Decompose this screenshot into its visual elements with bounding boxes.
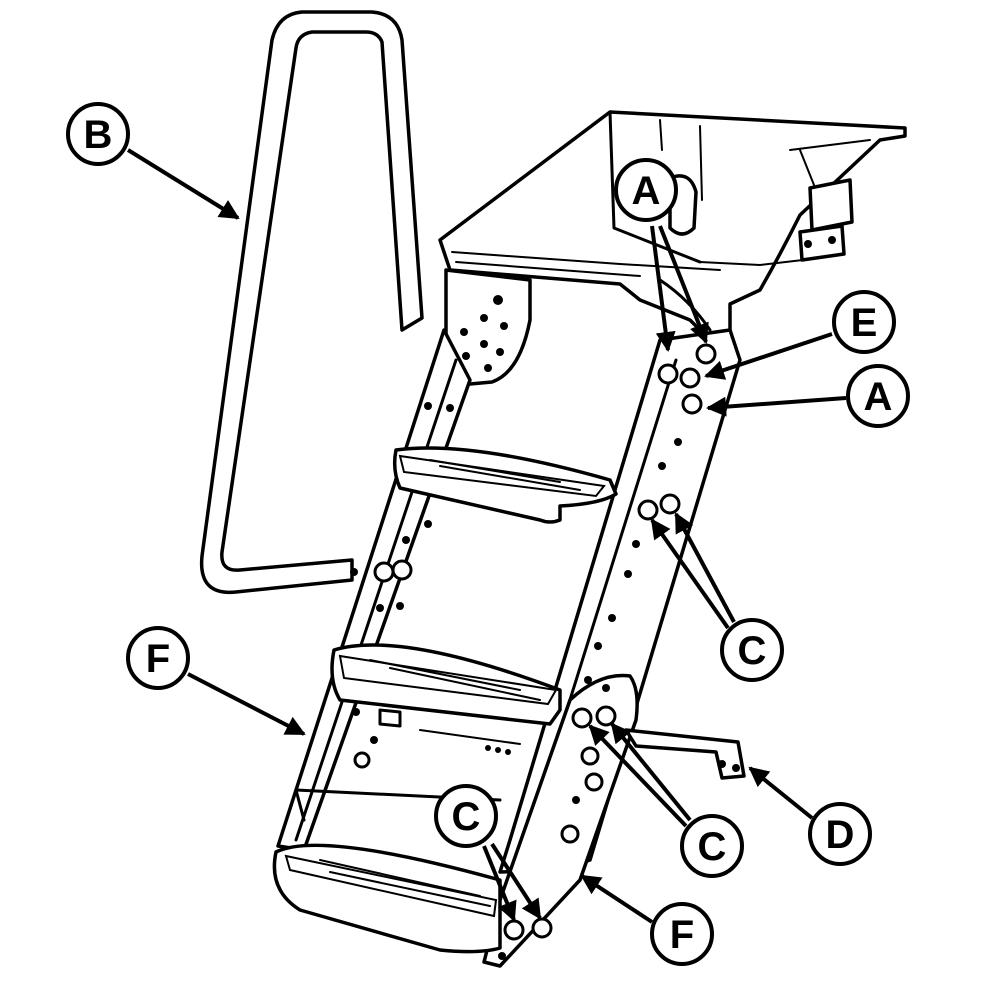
callout-f-lower: F bbox=[650, 902, 714, 966]
leader-f-lower bbox=[580, 874, 654, 924]
svg-text:C: C bbox=[738, 629, 767, 673]
leader-c-lower-right-1 bbox=[588, 724, 688, 828]
leader-b bbox=[126, 148, 240, 220]
callout-f-left: F bbox=[126, 626, 190, 690]
svg-text:A: A bbox=[632, 169, 661, 213]
leader-f-left bbox=[187, 672, 306, 736]
callout-c-upper: C bbox=[720, 618, 784, 682]
svg-text:F: F bbox=[670, 913, 694, 957]
leader-c-lower-left-2 bbox=[490, 842, 542, 920]
callout-d: D bbox=[808, 802, 872, 866]
callout-b: B bbox=[66, 102, 130, 166]
leader-c-lower-left-1 bbox=[482, 845, 517, 922]
callout-c-lower-left: C bbox=[434, 784, 498, 848]
step-2 bbox=[330, 643, 562, 755]
leader-a-right bbox=[706, 396, 847, 417]
svg-text:C: C bbox=[452, 795, 481, 839]
svg-text:A: A bbox=[864, 375, 893, 419]
right-stringer bbox=[498, 328, 742, 874]
leader-e bbox=[704, 332, 833, 380]
leader-c-upper-2 bbox=[674, 512, 736, 623]
top-platform bbox=[438, 110, 907, 362]
callout-a-right: A bbox=[846, 364, 910, 428]
step-1 bbox=[392, 446, 618, 524]
callout-c-lower-right: C bbox=[680, 814, 744, 878]
callout-a-top: A bbox=[614, 158, 678, 222]
svg-text:B: B bbox=[84, 113, 113, 157]
leader-d bbox=[748, 766, 814, 820]
leader-c-upper-1 bbox=[650, 518, 730, 630]
handrail bbox=[199, 10, 424, 595]
svg-text:F: F bbox=[146, 637, 170, 681]
leader-c-lower-right-2 bbox=[610, 722, 692, 822]
callout-e: E bbox=[832, 290, 896, 354]
upper-left-bracket bbox=[444, 268, 532, 386]
leader-a-top-1 bbox=[650, 225, 676, 352]
svg-text:C: C bbox=[698, 825, 727, 869]
leader-a-top-2 bbox=[658, 225, 709, 344]
bracket-d bbox=[624, 728, 746, 780]
step-3 bbox=[272, 788, 502, 954]
left-stringer bbox=[276, 328, 472, 852]
svg-text:D: D bbox=[826, 813, 855, 857]
svg-text:E: E bbox=[851, 301, 878, 345]
